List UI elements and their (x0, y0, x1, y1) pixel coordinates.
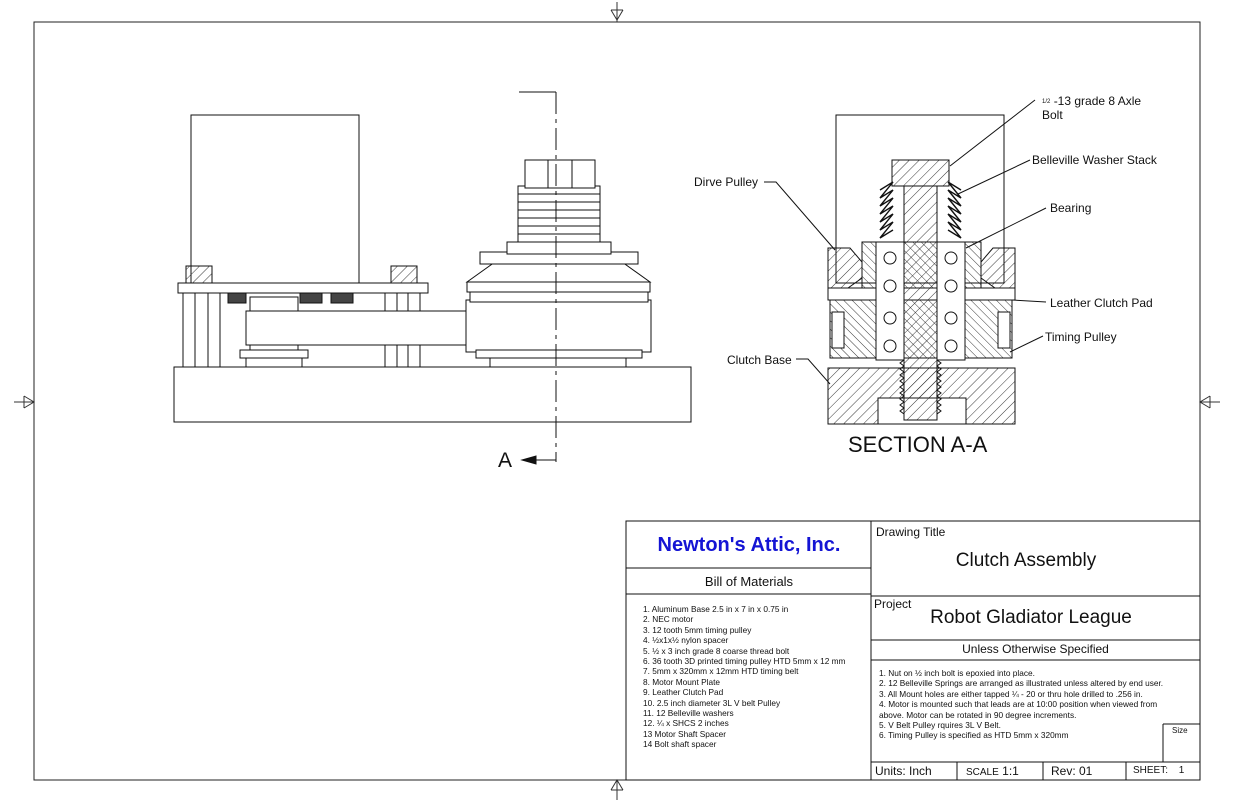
section-view (827, 114, 1016, 425)
bom-item: 9. Leather Clutch Pad (643, 687, 724, 698)
bom-item: 4. ½x1x½ nylon spacer (643, 635, 729, 646)
callout-axle-bolt: 1/2 -13 grade 8 Axle Bolt (1042, 94, 1141, 122)
leader-lines (764, 99, 1047, 385)
project-name: Robot Gladiator League (930, 607, 1132, 628)
aluminum-base (173, 366, 692, 423)
callout-leather-pad: Leather Clutch Pad (1050, 296, 1153, 310)
drawing-title-label: Drawing Title (876, 525, 946, 539)
section-title: SECTION A-A (848, 432, 988, 457)
notes-list: 1. Nut on ½ inch bolt is epoxied into pl… (879, 668, 1164, 741)
revision: Rev: 01 (1051, 764, 1093, 778)
callout-drive-pulley: Dirve Pulley (694, 175, 759, 189)
units: Units: Inch (875, 764, 932, 778)
scale-value: 1:1 (1002, 764, 1019, 778)
bom-item: 8. Motor Mount Plate (643, 676, 721, 687)
bom-item: 3. 12 tooth 5mm timing pulley (643, 624, 752, 635)
bom-heading: Bill of Materials (704, 573, 794, 589)
bom-item: 1. Aluminum Base 2.5 in x 7 in x 0.75 in (643, 604, 789, 614)
callout-clutch-base: Clutch Base (727, 353, 792, 367)
size-label: Size (1172, 726, 1188, 735)
sheet-number: 1 (1178, 765, 1185, 776)
bom-item: 11. 12 Belleville washers (643, 708, 734, 719)
note-item: 6. Timing Pulley is specified as HTD 5mm… (879, 730, 1069, 741)
section-axle-bolt (891, 159, 950, 187)
unless-specified: Unless Otherwise Specified (962, 642, 1109, 656)
bom-item: 2. NEC motor (643, 614, 694, 625)
bom-item: 6. 36 tooth 3D printed timing pulley HTD… (643, 656, 846, 667)
scale: SCALE 1:1 (966, 764, 1019, 778)
motor-mount-plate (177, 282, 429, 294)
note-item: 3. All Mount holes are either tapped ¼ -… (879, 688, 1143, 699)
section-belleville-stack (879, 181, 962, 239)
bom-item: 7. 5mm x 320mm x 12mm HTD timing belt (643, 666, 799, 677)
callout-timing-pulley: Timing Pulley (1045, 330, 1117, 344)
bom-item: 14 Bolt shaft spacer (643, 739, 717, 750)
motor (190, 114, 360, 284)
bom-item: 10. 2.5 inch diameter 3L V belt Pulley (643, 697, 781, 708)
scale-label: SCALE (966, 767, 999, 778)
note-item: 1. Nut on ½ inch bolt is epoxied into pl… (879, 668, 1035, 678)
axle-bolt-label-2: Bolt (1042, 108, 1063, 122)
elevation-view (173, 91, 692, 465)
bearing-balls (883, 251, 958, 353)
sheet: SHEET: 1 (1133, 765, 1184, 776)
callout-belleville: Belleville Washer Stack (1032, 153, 1157, 167)
bom-item: 12. ¼ x SHCS 2 inches (643, 718, 729, 729)
bom-list: 1. Aluminum Base 2.5 in x 7 in x 0.75 in… (643, 604, 845, 750)
note-item: 2. 12 Belleville Springs are arranged as… (879, 678, 1164, 689)
centering-marks (14, 2, 1220, 800)
note-item: 4. Motor is mounted such that leads are … (879, 699, 1158, 720)
company-name: Newton's Attic, Inc. (657, 533, 841, 556)
callout-bearing: Bearing (1050, 201, 1092, 215)
drawing-title: Clutch Assembly (955, 550, 1097, 571)
bom-item: 5. ½ x 3 inch grade 8 coarse thread bolt (643, 645, 790, 656)
title-block-grid (625, 520, 1201, 781)
axle-bolt-label: -13 grade 8 Axle (1053, 94, 1142, 108)
note-item: 5. V Belt Pulley rquires 3L V Belt. (879, 720, 1001, 731)
section-marker: A (498, 449, 513, 472)
project-label: Project (874, 597, 912, 611)
sheet-label: SHEET: (1133, 765, 1169, 776)
bom-item: 13 Motor Shaft Spacer (643, 728, 727, 739)
axle-bolt-fraction: 1/2 (1042, 98, 1051, 105)
belleville-washers-elevation (517, 159, 601, 243)
